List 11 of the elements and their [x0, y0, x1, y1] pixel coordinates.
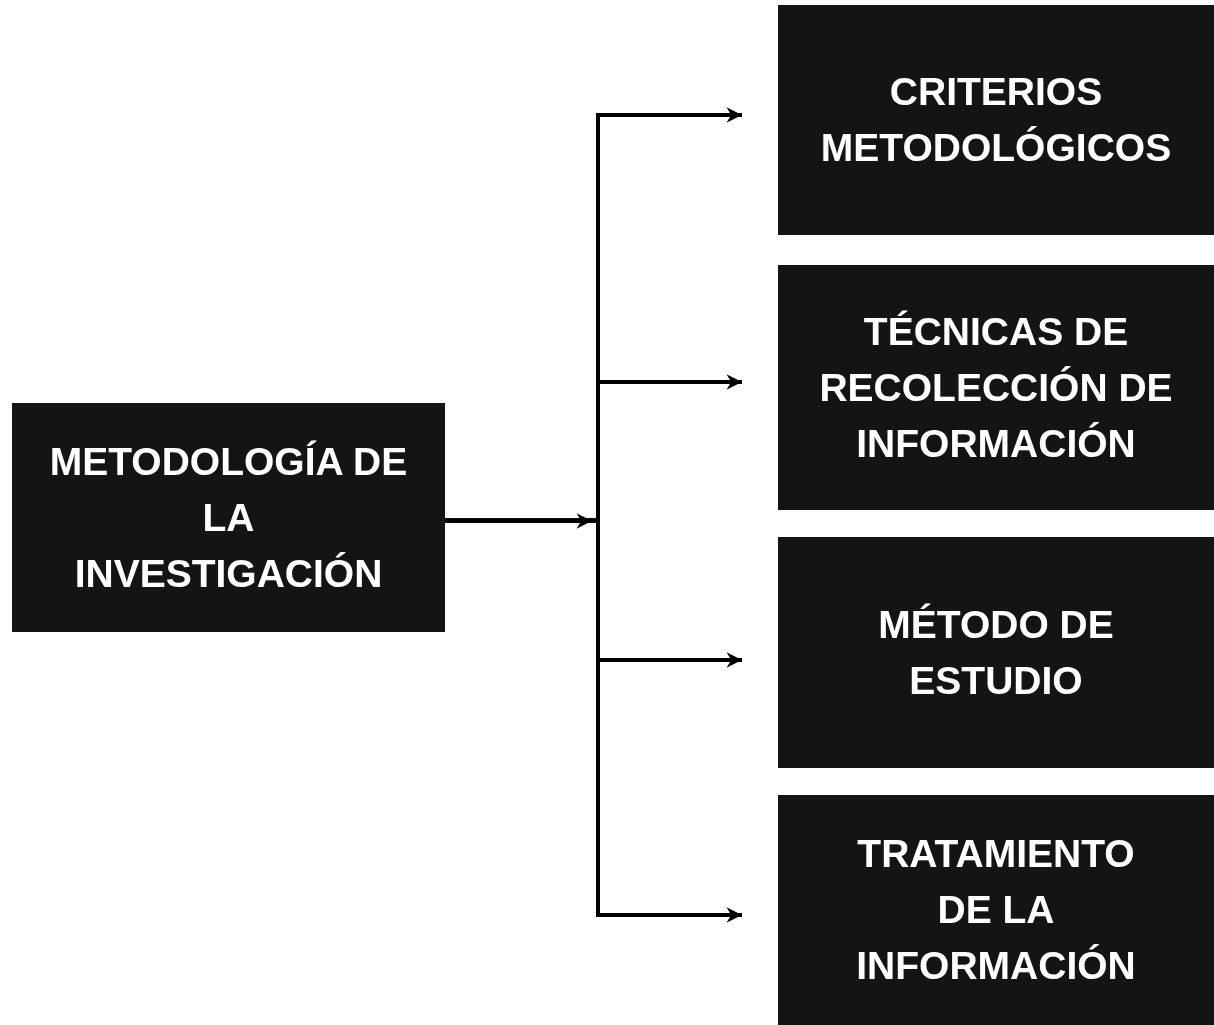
process-box: [778, 5, 1214, 235]
box-label: MÉTODO DE ESTUDIO: [877, 601, 1115, 704]
box-label: TRATAMIENTO DE LA INFORMACIÓN: [855, 831, 1137, 989]
box-label: CRITERIOS METODOLÓGICOS: [819, 69, 1173, 171]
arrow: [445, 518, 742, 923]
process-box: [778, 537, 1214, 768]
process-box: [778, 265, 1214, 510]
box-label: TÉCNICAS DE RECOLECCIÓN DE INFORMACIÓN: [818, 308, 1174, 467]
process-box: [12, 403, 445, 632]
process-box: [778, 795, 1214, 1025]
box-label: METODOLOGÍA DE LA INVESTIGACIÓN: [48, 438, 409, 597]
